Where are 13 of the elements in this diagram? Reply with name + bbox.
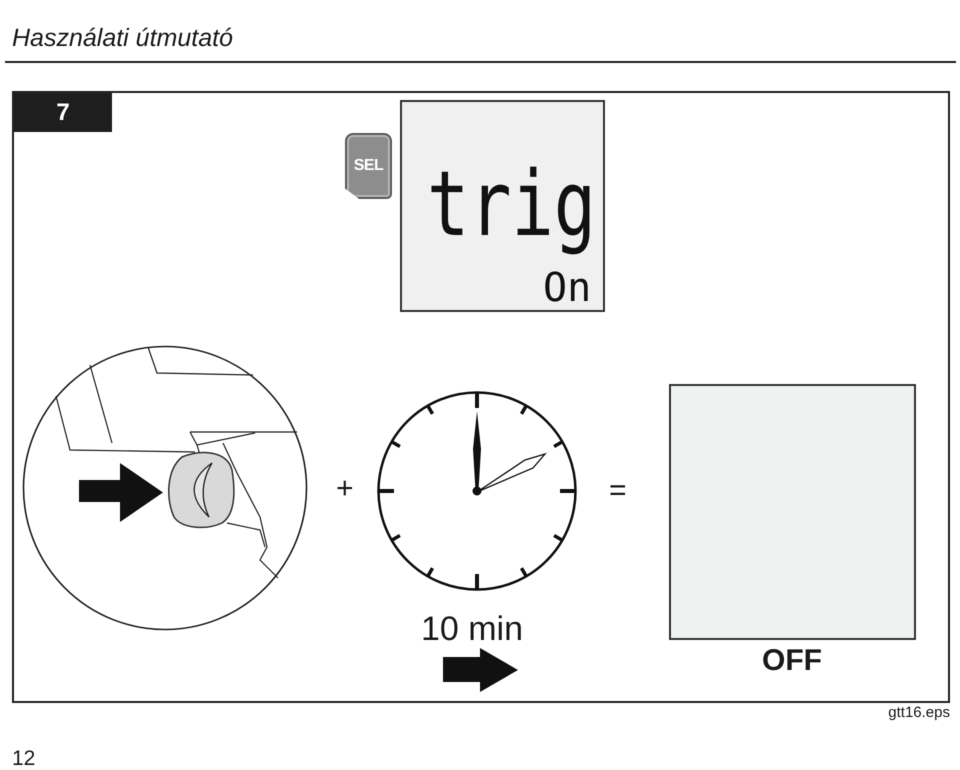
status-text: OFF [762, 646, 822, 676]
page-number: 12 [12, 748, 36, 769]
figure-panel [12, 91, 950, 703]
file-name: gtt16.eps [888, 705, 950, 720]
page-title: Használati útmutató [12, 26, 233, 51]
equals-sign: = [609, 476, 627, 506]
lcd-display [400, 100, 605, 312]
select-key: SEL [345, 133, 392, 199]
display-text: trig [427, 151, 596, 259]
figure-number: 7 [14, 93, 112, 132]
display-text: On [543, 268, 592, 308]
plus-sign: + [336, 474, 354, 504]
duration-label: 10 min [420, 612, 524, 646]
